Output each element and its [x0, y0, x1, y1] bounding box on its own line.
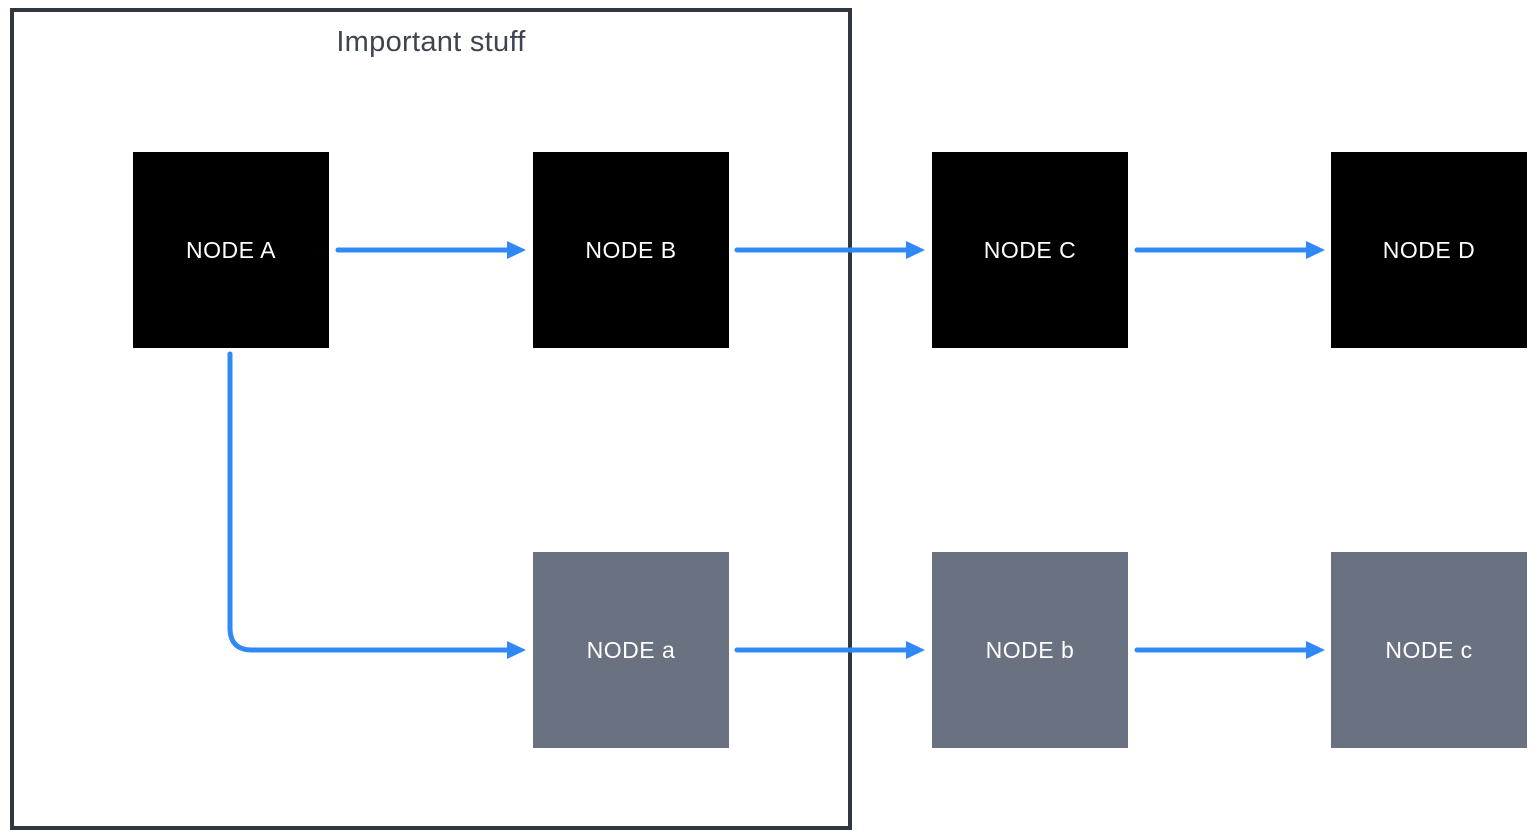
node-b-label: NODE b: [985, 636, 1075, 663]
node-A[interactable]: NODE A: [133, 152, 329, 348]
group-important-stuff[interactable]: Important stuff: [10, 8, 852, 830]
node-a[interactable]: NODE a: [533, 552, 729, 748]
node-B[interactable]: NODE B: [533, 152, 729, 348]
node-b[interactable]: NODE b: [932, 552, 1128, 748]
group-title: Important stuff: [336, 26, 526, 58]
node-c[interactable]: NODE c: [1331, 552, 1527, 748]
node-A-label: NODE A: [186, 236, 276, 263]
node-C[interactable]: NODE C: [932, 152, 1128, 348]
node-B-label: NODE B: [585, 236, 677, 263]
node-D[interactable]: NODE D: [1331, 152, 1527, 348]
node-a-label: NODE a: [586, 636, 676, 663]
node-D-label: NODE D: [1382, 236, 1476, 263]
edge-A-a[interactable]: [227, 351, 526, 659]
node-C-label: NODE C: [983, 236, 1077, 263]
node-c-label: NODE c: [1385, 636, 1473, 663]
